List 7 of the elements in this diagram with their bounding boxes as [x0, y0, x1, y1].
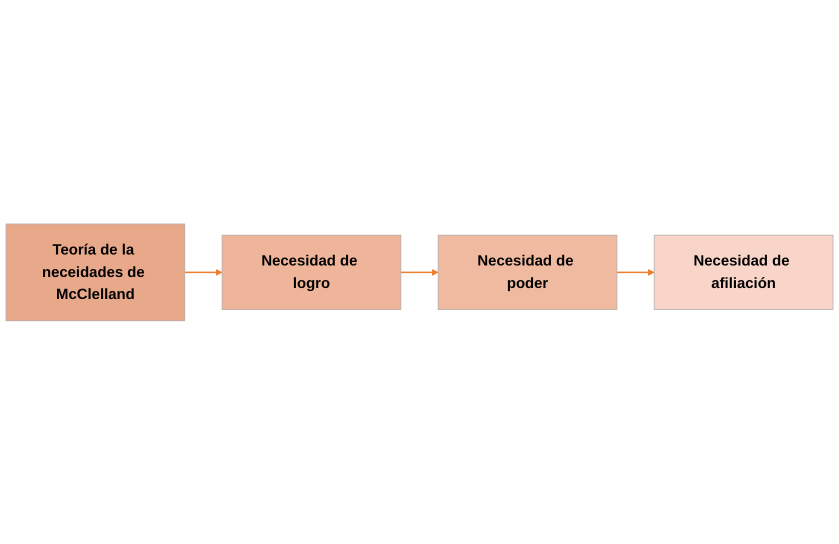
arrow — [400, 268, 438, 276]
node-box: Teoría de la neceidades de McClelland — [6, 223, 186, 321]
arrow — [184, 268, 222, 276]
node-box: Necesidad de afiliación — [654, 234, 834, 310]
arrow — [616, 268, 654, 276]
node-box: Necesidad de logro — [222, 234, 402, 310]
node-box: Necesidad de poder — [438, 234, 618, 310]
